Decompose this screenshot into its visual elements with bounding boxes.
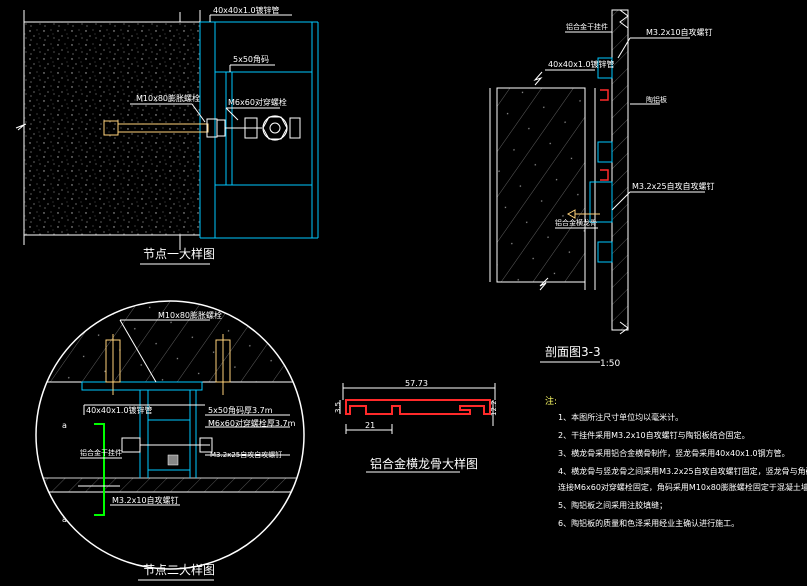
- keel-dim-total: 57.73: [405, 379, 428, 388]
- sec-scale: 1:50: [600, 359, 620, 369]
- sec-screw10-label: M3.2x10自攻螺钉: [646, 27, 713, 37]
- keel-title: 铝合金横龙骨大样图: [370, 456, 478, 471]
- keel-profile-shape: [345, 399, 491, 415]
- slab-hatch: [36, 301, 304, 382]
- section-group: 铝合金干挂件 M3.2x10自攻螺钉 40x40x1.0镀锌管 陶铝板 M3.2…: [489, 9, 715, 369]
- notes-heading: 注:: [545, 395, 557, 407]
- steel-tube-lines: [199, 21, 319, 239]
- d2-screw25-label: M3.2x25自攻自攻螺钉: [210, 450, 282, 459]
- section-screw-icon: [566, 209, 600, 219]
- d2-through-label: M6x60对穿螺栓厚3.7m: [208, 418, 296, 428]
- d2-screw10-label: M3.2x10自攻螺钉: [112, 495, 179, 505]
- d2-bolt-right-icon: [215, 334, 231, 395]
- section-panel-hatch: [611, 9, 629, 331]
- d2-tube-label: 40x40x1.0镀锌管: [86, 405, 153, 415]
- d1-bolt6-label: M6x60对穿螺栓: [228, 97, 287, 107]
- break-line-icon: [15, 123, 27, 131]
- detail2-group: M10x80膨胀螺栓 40x40x1.0镀锌管 5x50角码厚3.7m M6x6…: [35, 300, 305, 581]
- d1-bolt10-label: M10x80膨胀螺栓: [136, 93, 200, 103]
- keel-dim-21: 21: [365, 421, 375, 430]
- d2-green-profile: [94, 423, 105, 516]
- d2-a1-label: a: [62, 421, 67, 430]
- note-item: 3、横龙骨采用铝合金横骨制作，竖龙骨采用40x40x1.0钢方管。: [558, 448, 790, 458]
- section-pendant-icon: [600, 89, 609, 181]
- keel-dim-35: 3.5: [334, 402, 342, 413]
- d1-title: 节点一大样图: [143, 246, 215, 261]
- detail2-circle-outline: [35, 300, 305, 570]
- note-item: 1、本图所注尺寸单位均以毫米计。: [558, 412, 683, 422]
- sec-tube-label: 40x40x1.0镀锌管: [548, 59, 615, 69]
- sec-pendant-label: 铝合金干挂件: [566, 22, 608, 31]
- section-wall-hatch: [496, 87, 586, 283]
- keel-profile-group: 57.73 21 3.5 12.2 铝合金横龙骨大样图: [334, 379, 498, 473]
- note-item: 连接M6x60对穿螺栓固定，角码采用M10x80膨胀螺栓固定于混凝土墙上。: [558, 482, 807, 492]
- sec-wall-label: 陶铝板: [646, 95, 667, 104]
- d2-bolt-left-icon: [105, 334, 121, 395]
- d2-through-bolt-icon: [121, 437, 213, 453]
- sec-title: 剖面图3-3: [545, 345, 601, 359]
- notes-group: 注: 1、本图所注尺寸单位均以毫米计。 2、干挂件采用M3.2x10自攻螺钉与陶…: [545, 395, 807, 528]
- note-item: 6、陶铝板的质量和色泽采用经业主确认进行施工。: [558, 518, 739, 528]
- sec-keel-label: 铝合金横龙骨: [555, 218, 597, 227]
- through-bolt-icon: [244, 115, 301, 141]
- d2-pendant-label: 铝合金干挂件: [80, 448, 122, 457]
- d2-angle-label: 5x50角码厚3.7m: [208, 405, 273, 415]
- d2-a2-label: a: [62, 515, 67, 524]
- note-item: 5、陶铝板之间采用注胶填缝；: [558, 500, 667, 510]
- panel-hatch: [36, 477, 304, 493]
- concrete-wall-hatch: [23, 21, 201, 236]
- d1-tube-label: 40x40x1.0镀锌管: [213, 5, 280, 15]
- note-item: 2、干挂件采用M3.2x10自攻螺钉与陶铝板结合固定。: [558, 430, 750, 440]
- d2-bolt-label: M10x80膨胀螺栓: [158, 310, 222, 320]
- d2-title: 节点二大样图: [143, 562, 215, 577]
- detail1-group: 40x40x1.0镀锌管 5x50角码 M10x80膨胀螺栓 M6x60对穿螺栓…: [15, 5, 319, 265]
- expansion-bolt-icon: [103, 118, 262, 138]
- keel-dim-122: 12.2: [490, 400, 498, 416]
- d1-angle-label: 5x50角码: [233, 54, 269, 64]
- note-item: 4、横龙骨与竖龙骨之间采用M3.2x25自攻自攻螺钉固定，竖龙骨与角码之间: [558, 466, 807, 476]
- sec-screw25-label: M3.2x25自攻自攻螺钉: [632, 181, 715, 191]
